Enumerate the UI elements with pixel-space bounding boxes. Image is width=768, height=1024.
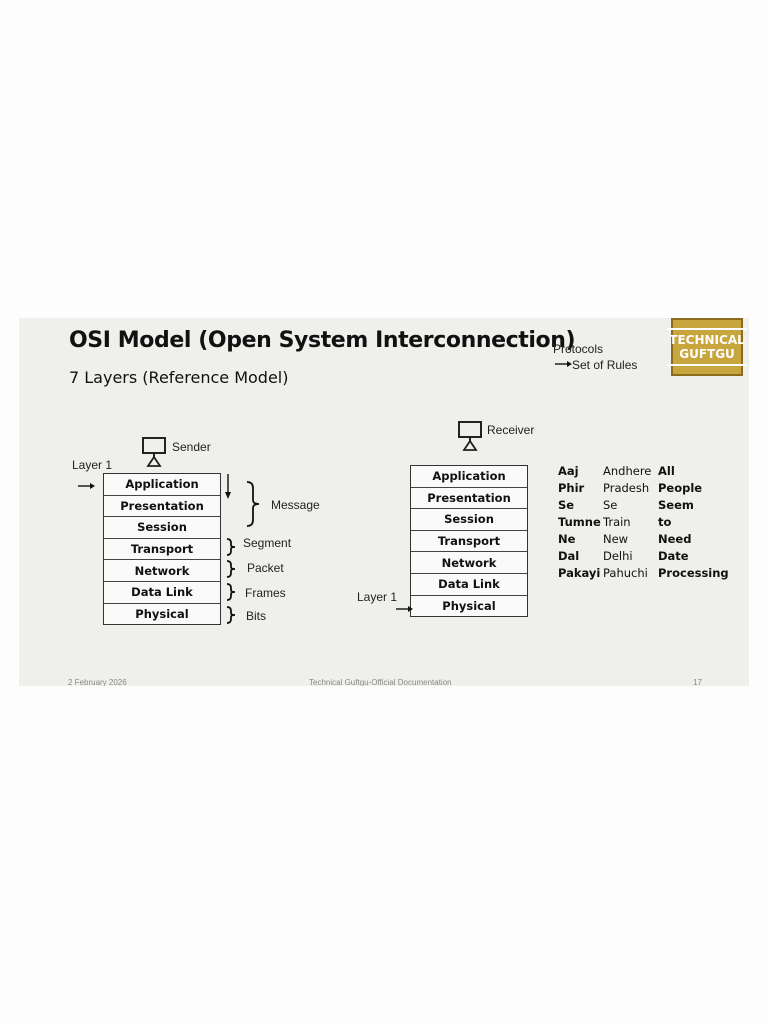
- mnemonic-word: Need: [658, 532, 692, 546]
- mnemonic-word: All: [658, 464, 675, 478]
- receiver-label: Receiver: [487, 423, 535, 437]
- receiver-layer-data-link: Data Link: [411, 574, 527, 596]
- mnemonic-word: Pakayi: [558, 566, 601, 580]
- mnemonic-word: Pahuchi: [603, 566, 648, 580]
- mnemonic-word: Aaj: [558, 464, 579, 478]
- mnemonic-word: Andhere: [603, 464, 652, 478]
- mnemonic-word: Ne: [558, 532, 576, 546]
- pdu-message: Message: [271, 498, 320, 512]
- sender-layer-stack: Application Presentation Session Transpo…: [103, 473, 221, 626]
- pdu-frames: Frames: [245, 586, 286, 600]
- mnemonic-word: Date: [658, 549, 689, 563]
- segment-brace-icon: [225, 538, 237, 561]
- sender-layer-label: Layer 1: [72, 458, 113, 472]
- pdu-bits: Bits: [246, 609, 267, 623]
- slide-title: OSI Model (Open System Interconnection): [69, 328, 576, 353]
- slide-subtitle: 7 Layers (Reference Model): [69, 368, 289, 387]
- down-arrow-icon: [223, 474, 233, 505]
- sender-layer-transport: Transport: [104, 539, 220, 561]
- sender-layer-session: Session: [104, 517, 220, 539]
- sender-layer-physical: Physical: [135, 606, 189, 621]
- logo-line-2: GUFTGU: [679, 347, 735, 361]
- packet-brace-icon: [225, 560, 237, 583]
- mnemonic-word: New: [603, 532, 629, 546]
- mnemonic-word: Se: [603, 498, 618, 512]
- receiver-layer-session: Session: [411, 509, 527, 531]
- receiver-layer-network: Network: [411, 552, 527, 574]
- sender-layer-data-link: Data Link: [104, 582, 220, 604]
- sender-layer-arrow-icon: [78, 478, 96, 496]
- receiver-layer-arrow-icon: [396, 601, 414, 619]
- protocols-desc: Set of Rules: [572, 358, 638, 372]
- sender-layer-application: Application: [104, 474, 220, 496]
- receiver-layer-transport: Transport: [411, 531, 527, 553]
- protocols-label: Protocols: [553, 342, 604, 356]
- frames-brace-icon: [225, 583, 237, 606]
- receiver-computer-icon: [457, 420, 483, 457]
- pdu-packet: Packet: [247, 561, 284, 575]
- sender-label: Sender: [172, 440, 211, 454]
- mnemonic-word: Pradesh: [603, 481, 650, 495]
- sender-computer-icon: [141, 436, 167, 473]
- footer-center: Technical Guftgu-Official Documentation: [309, 678, 452, 686]
- pdu-segment: Segment: [243, 536, 292, 550]
- receiver-layer-physical: Physical: [442, 598, 496, 613]
- mnemonic-word: Seem: [658, 498, 694, 512]
- bits-brace-icon: [225, 606, 237, 629]
- sender-layer-network: Network: [104, 560, 220, 582]
- mnemonic-word: Train: [603, 515, 631, 529]
- receiver-layer-presentation: Presentation: [411, 488, 527, 510]
- mnemonic-word: to: [658, 515, 672, 529]
- mnemonic-word: Se: [558, 498, 575, 512]
- mnemonic-word: Processing: [658, 566, 729, 580]
- mnemonic-word: Tumne: [558, 515, 601, 529]
- protocols-arrow-icon: [555, 358, 573, 372]
- receiver-layer-stack: Application Presentation Session Transpo…: [410, 465, 528, 618]
- footer-date: 2 February 2026: [68, 678, 127, 686]
- mnemonic-word: People: [658, 481, 703, 495]
- sender-layer-presentation: Presentation: [104, 496, 220, 518]
- mnemonic-table: Aaj Andhere All Phir Pradesh People Se S…: [558, 464, 729, 580]
- footer-page-number: 17: [693, 678, 702, 686]
- receiver-layer-application: Application: [411, 466, 527, 488]
- logo-line-1: TECHNICAL: [669, 333, 745, 347]
- receiver-layer-label: Layer 1: [357, 590, 398, 604]
- message-brace-icon: [245, 480, 261, 533]
- mnemonic-word: Dal: [558, 549, 580, 563]
- slide: OSI Model (Open System Interconnection) …: [19, 318, 749, 686]
- technical-guftgu-logo: TECHNICAL GUFTGU: [667, 318, 747, 376]
- mnemonic-word: Delhi: [603, 549, 633, 563]
- mnemonic-word: Phir: [558, 481, 585, 495]
